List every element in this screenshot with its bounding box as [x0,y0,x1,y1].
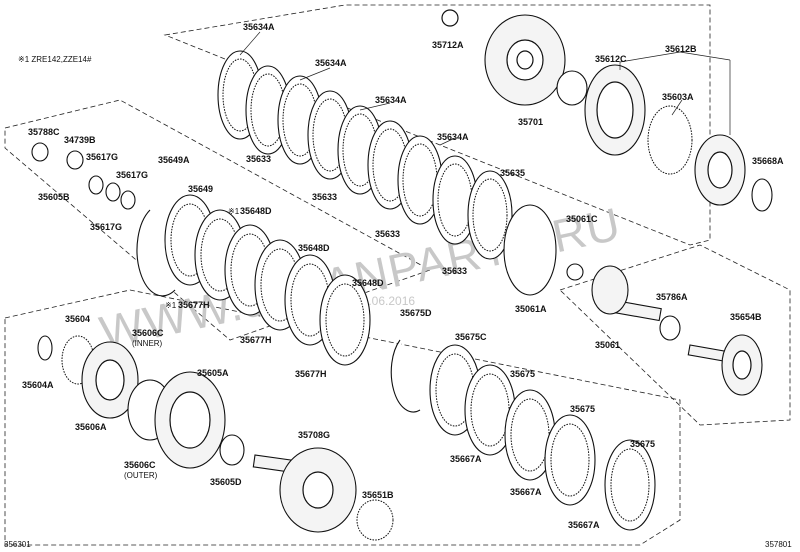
label-35708g: 35708G [298,430,330,440]
label-35633-3: 35633 [375,229,400,239]
label-35633-1: 35633 [246,154,271,164]
label-35648d-mark: ※1 [228,207,240,216]
label-35634a-4: 35634A [437,132,469,142]
annotation-outer: (OUTER) [124,471,158,480]
group-boundary-right [559,244,791,426]
label-35061c: 35061C [566,214,598,224]
label-35677h-2: 35677H [240,335,272,345]
lower-clutch-pack [390,339,656,531]
label-35786a: 35786A [656,292,688,302]
label-35634a-3: 35634A [375,95,407,105]
label-35668a: 35668A [752,156,784,166]
label-35667a-3: 35667A [568,520,600,530]
small-washers-left [31,142,136,210]
note-applicability: ※1 ZRE142,ZZE14# [18,55,92,64]
drum-35708g [252,447,394,541]
label-35677h-mark: ※1 [165,301,177,310]
label-34739b: 34739B [64,135,96,145]
label-35634a-2: 35634A [315,58,347,68]
label-35605d: 35605D [210,477,242,487]
label-35612b: 35612B [665,44,697,54]
label-35675-1: 35675 [510,369,535,379]
label-35634a-1: 35634A [243,22,275,32]
piston-assembly-35612b [584,64,773,212]
upper-clutch-pack [217,50,557,296]
label-35648d-3: 35648D [352,278,384,288]
group-boundary-upper [163,4,711,246]
middle-clutch-pack [136,194,371,366]
label-35651b: 35651B [362,490,394,500]
label-35605b: 35605B [38,192,70,202]
clutch-drum-35701 [441,9,588,106]
label-35677h-3: 35677H [295,369,327,379]
label-35635: 35635 [500,168,525,178]
label-35648d-1: 35648D [240,206,272,216]
label-35606c-2: 35606C [124,460,156,470]
label-35667a-1: 35667A [450,454,482,464]
label-35649: 35649 [188,184,213,194]
label-35061a: 35061A [515,304,547,314]
footer-left-code: 356301 [4,540,31,549]
label-35617g-1: 35617G [86,152,118,162]
label-35617g-2: 35617G [116,170,148,180]
label-35603a: 35603A [662,92,694,102]
label-35701: 35701 [518,117,543,127]
label-35604: 35604 [65,314,90,324]
label-35675c: 35675C [455,332,487,342]
label-35633-4: 35633 [442,266,467,276]
group-boundary-lower [4,289,681,546]
label-35606c-1: 35606C [132,328,164,338]
watermark-date: 05.06.2016 [355,294,415,308]
label-35712a: 35712A [432,40,464,50]
label-35617g-3: 35617G [90,222,122,232]
label-35605a: 35605A [197,368,229,378]
label-35612c: 35612C [595,54,627,64]
label-35677h-1: 35677H [178,300,210,310]
label-35675-2: 35675 [570,404,595,414]
label-35649a: 35649A [158,155,190,165]
hub-shaft-35061 [566,263,763,396]
annotation-inner: (INNER) [132,339,163,348]
label-35675-3: 35675 [630,439,655,449]
label-35675d: 35675D [400,308,432,318]
label-35604a: 35604A [22,380,54,390]
label-35061: 35061 [595,340,620,350]
label-35667a-2: 35667A [510,487,542,497]
label-35648d-2: 35648D [298,243,330,253]
label-35606a: 35606A [75,422,107,432]
label-35654b: 35654B [730,312,762,322]
bearing-hub-35604 [37,335,245,469]
label-35633-2: 35633 [312,192,337,202]
label-35788c: 35788C [28,127,60,137]
footer-right-code: 357801 [765,540,792,549]
leader-lines [239,31,731,146]
